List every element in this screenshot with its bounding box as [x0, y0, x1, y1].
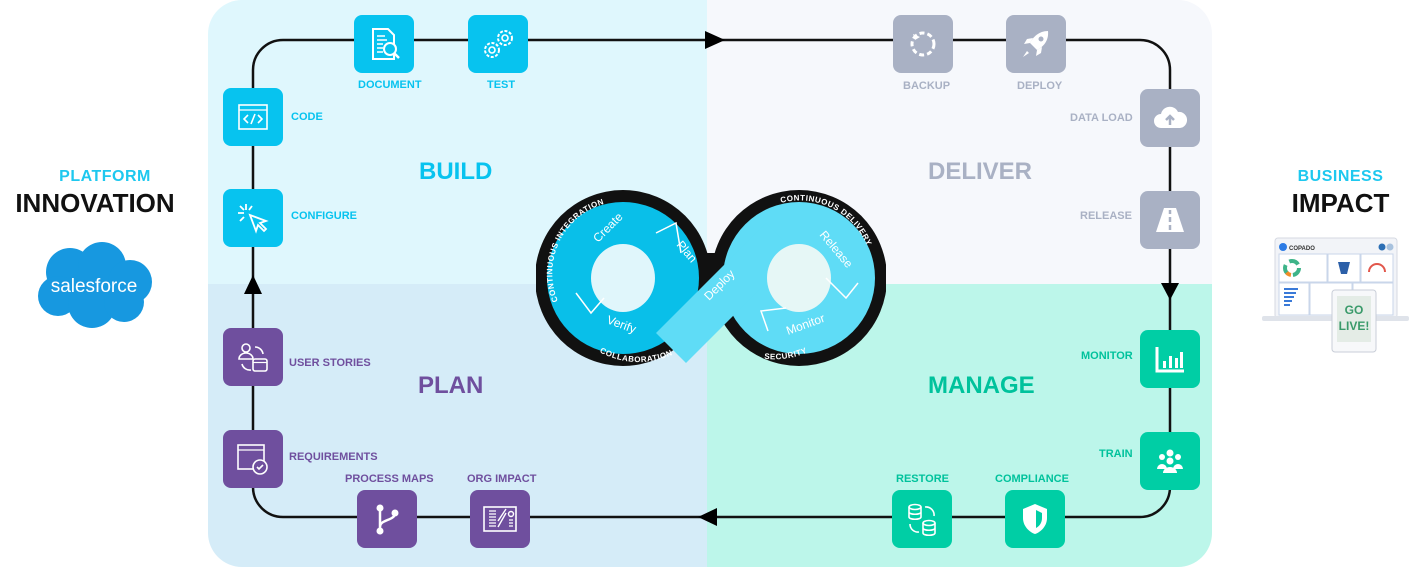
test-tile[interactable] [468, 15, 528, 73]
backup-tile[interactable] [893, 15, 953, 73]
restore-tile[interactable] [892, 490, 952, 548]
compliance-label: COMPLIANCE [995, 473, 1069, 485]
release-label: RELEASE [1080, 210, 1132, 222]
compliance-tile[interactable] [1005, 490, 1065, 548]
arrow-right-icon [705, 31, 725, 49]
org-impact-tile[interactable] [470, 490, 530, 548]
tablet-text-go: GO [1345, 303, 1364, 317]
team-icon [1157, 449, 1183, 473]
user-stories-icon [238, 343, 268, 372]
deploy-label: DEPLOY [1017, 80, 1063, 92]
deploy-band [656, 223, 796, 363]
process-maps-tile[interactable] [357, 490, 417, 548]
org-impact-label: ORG IMPACT [467, 473, 537, 485]
restore-label: RESTORE [896, 473, 949, 485]
document-label: DOCUMENT [358, 79, 422, 91]
test-label: TEST [487, 79, 516, 91]
process-loop [244, 31, 1179, 526]
code-tile[interactable] [223, 88, 283, 146]
salesforce-cloud-icon: salesforce [38, 242, 152, 328]
shield-icon [1023, 504, 1047, 534]
user-stories-label: USER STORIES [289, 357, 371, 369]
document-search-icon [372, 28, 400, 60]
rocket-icon [1023, 31, 1049, 57]
tablet-text-live: LIVE! [1339, 319, 1370, 333]
configure-label: CONFIGURE [291, 210, 357, 222]
arrow-down-icon [1161, 283, 1179, 300]
train-label: TRAIN [1099, 448, 1133, 460]
bar-chart-icon [1155, 347, 1184, 373]
arrow-up-icon [244, 275, 262, 294]
monitor-label: MONITOR [1081, 350, 1133, 362]
laptop-dashboard-icon: COPADO GO LIVE! [1262, 237, 1409, 353]
monitor-tile[interactable] [1140, 330, 1200, 388]
phase-plan-title: PLAN [418, 372, 484, 399]
document-tile[interactable] [354, 15, 414, 73]
data-load-tile[interactable] [1140, 89, 1200, 147]
phase-build-title: BUILD [419, 158, 493, 185]
database-restore-icon [908, 503, 936, 537]
cloud-upload-icon [1154, 106, 1188, 128]
requirements-label: REQUIREMENTS [289, 451, 378, 463]
salesforce-logo: salesforce [30, 240, 160, 332]
release-tile[interactable] [1140, 191, 1200, 249]
innovation-title: INNOVATION [15, 188, 175, 218]
arrow-left-icon [698, 508, 717, 526]
user-stories-tile[interactable] [223, 328, 283, 386]
road-icon [1156, 208, 1184, 232]
backup-label: BACKUP [903, 80, 951, 92]
platform-subtitle: PLATFORM [59, 168, 151, 185]
salesforce-logo-text: salesforce [51, 276, 138, 297]
process-maps-label: PROCESS MAPS [345, 473, 434, 485]
requirements-check-icon [237, 444, 268, 475]
configure-tile[interactable] [223, 189, 283, 247]
gears-icon [484, 30, 513, 58]
train-tile[interactable] [1140, 432, 1200, 490]
phase-manage-title: MANAGE [928, 372, 1035, 399]
code-label: CODE [291, 111, 323, 123]
requirements-tile[interactable] [223, 430, 283, 488]
business-subtitle: BUSINESS [1297, 168, 1384, 185]
devops-board: BUILD DELIVER PLAN MANAGE DOCUMENT TEST … [208, 0, 1212, 567]
org-impact-dashboard-icon [483, 506, 517, 532]
code-window-icon [238, 104, 268, 130]
phase-deliver-title: DELIVER [928, 158, 1033, 185]
loop-line [251, 38, 1172, 519]
data-load-label: DATA LOAD [1070, 112, 1133, 124]
dashboard-brand: COPADO [1289, 246, 1315, 252]
deploy-tile[interactable] [1006, 15, 1066, 73]
backup-sync-icon [910, 31, 936, 57]
cursor-click-icon [238, 204, 269, 234]
dashboard-illustration: COPADO GO LIVE! [1262, 232, 1409, 357]
branch-icon [376, 504, 399, 535]
impact-title: IMPACT [1291, 188, 1390, 218]
devops-infinity-loop: CONTINUOUS INTEGRATION CONTINUOUS DELIVE… [536, 190, 886, 366]
